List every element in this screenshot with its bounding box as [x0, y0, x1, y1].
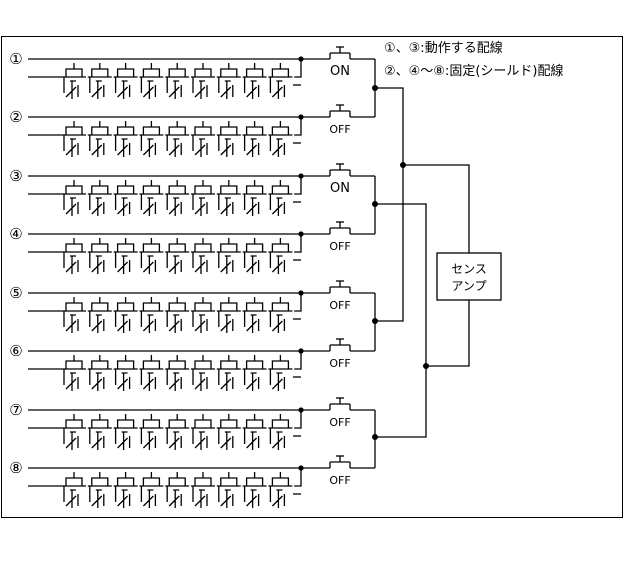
switch-label: OFF	[329, 416, 350, 429]
switch-on	[329, 163, 375, 177]
line-marker: ⑥	[9, 342, 22, 360]
bit-line-row	[28, 104, 375, 157]
switch-label: ON	[330, 64, 350, 79]
switch-off	[329, 397, 375, 411]
bit-line-row	[28, 455, 375, 508]
line-marker: ①	[9, 50, 22, 68]
switch-on	[329, 46, 375, 60]
bit-line-row	[28, 397, 375, 450]
line-marker: ②	[9, 108, 22, 126]
bit-line-wires	[28, 46, 378, 508]
switch-off	[329, 455, 375, 469]
legend-shield-line: ②、④〜⑧:固定(シールド)配線	[384, 63, 564, 79]
switch-off	[329, 280, 375, 294]
switch-label: OFF	[329, 123, 350, 136]
switch-label: OFF	[329, 240, 350, 253]
line-marker: ④	[9, 225, 22, 243]
switch-label: OFF	[329, 299, 350, 312]
bit-line-row	[28, 221, 375, 274]
switch-label: ON	[330, 181, 350, 196]
sense-amp-label-2: アンプ	[451, 279, 486, 293]
switch-off	[329, 104, 375, 118]
sense-amp-label-1: センス	[451, 262, 487, 276]
bit-line-row	[28, 280, 375, 333]
bit-line-row	[28, 338, 375, 391]
line-marker: ⑤	[9, 284, 22, 302]
bit-line-labels: ① ON ② OFF ③ ON ④ OFF ⑤ OFF ⑥ OFF ⑦ OFF ⑧ OFF	[9, 50, 350, 487]
switch-label: OFF	[329, 357, 350, 370]
bus-junctions	[400, 162, 429, 369]
bit-line-row	[28, 163, 375, 216]
diagram-frame	[1, 36, 623, 518]
switch-off	[329, 221, 375, 235]
sense-amp-box	[436, 252, 502, 301]
switch-label: OFF	[329, 474, 350, 487]
bus-wiring	[375, 87, 470, 438]
line-marker: ⑧	[9, 459, 22, 477]
switch-off	[329, 338, 375, 352]
legend-active-line: ①、③:動作する配線	[384, 40, 503, 56]
line-marker: ⑦	[9, 401, 22, 419]
line-marker: ③	[9, 167, 22, 185]
bit-line-row	[28, 46, 375, 99]
